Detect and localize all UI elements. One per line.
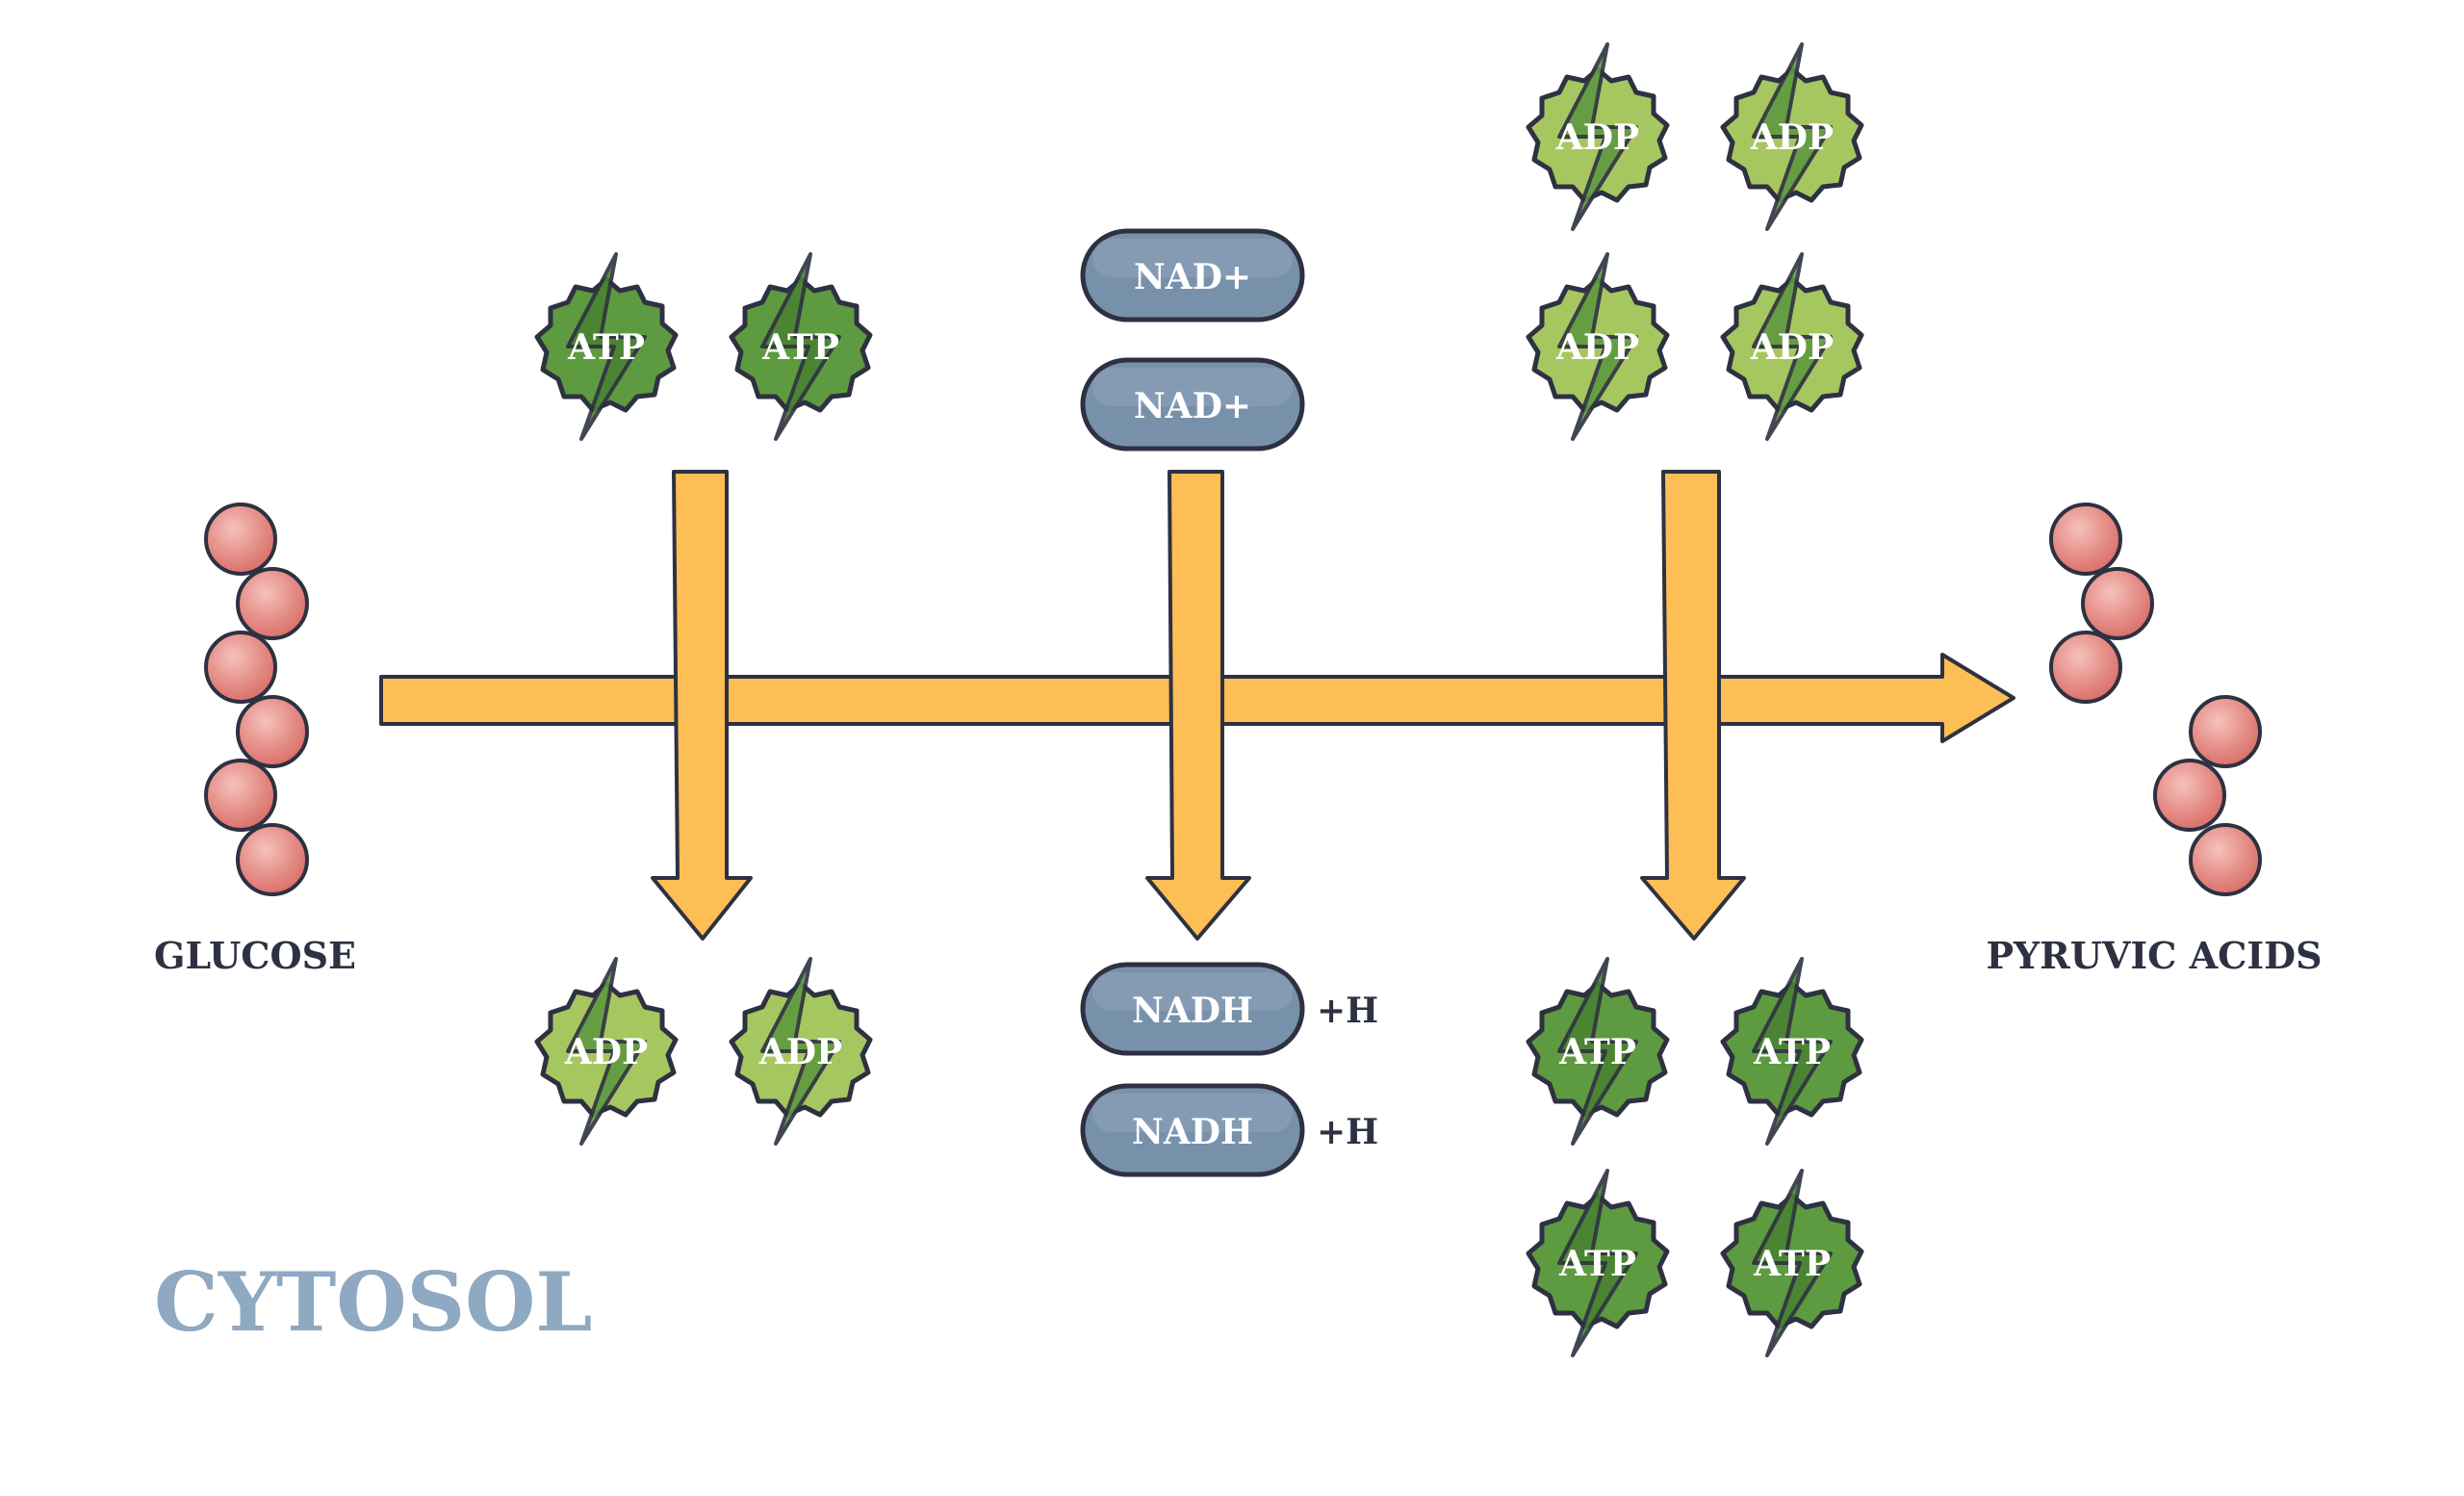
pyruvic-bead [2189, 695, 2262, 768]
stage3-atp-badge: ATP [1528, 1171, 1667, 1355]
nad-pill: NAD+ [1080, 357, 1305, 451]
badge-label: ATP [1753, 1244, 1831, 1284]
stage1-adp-badge: ADP [537, 959, 676, 1144]
badge-label: ADP [1750, 327, 1834, 368]
glucose-bead [204, 503, 277, 576]
badge-label: ADP [564, 1032, 648, 1072]
stage3-down-arrow [1640, 470, 1746, 941]
stage1-adp-badge: ADP [732, 959, 870, 1144]
glucose-bead [236, 695, 309, 768]
badge-label: ADP [1750, 117, 1834, 158]
stage3-adp-badge: ADP [1528, 44, 1667, 229]
nadh-pill: NADH [1080, 1083, 1305, 1177]
stage3-atp-badge: ATP [1723, 959, 1861, 1144]
stage1-atp-badge: ATP [732, 254, 870, 439]
nadh-label: NADH [1132, 1112, 1253, 1152]
nadh-label: NADH [1132, 991, 1253, 1031]
badge-label: ADP [758, 1032, 842, 1072]
pyruvic-bead [2081, 567, 2154, 640]
plus-h-label: +H [1317, 991, 1378, 1031]
glucose-label: GLUCOSE [154, 934, 356, 977]
nad-pill: NAD+ [1080, 228, 1305, 322]
stage3-adp-badge: ADP [1723, 44, 1861, 229]
stage3-atp-badge: ATP [1528, 959, 1667, 1144]
badge-label: ADP [1555, 327, 1639, 368]
stage3-atp-badge: ATP [1723, 1171, 1861, 1355]
pyruvic-acid-molecule-1 [2049, 503, 2154, 704]
badge-label: ADP [1555, 117, 1639, 158]
stage3-adp-badge: ADP [1528, 254, 1667, 439]
pyruvic-bead [2049, 503, 2122, 576]
glucose-bead [236, 823, 309, 896]
plus-h-label: +H [1317, 1112, 1378, 1152]
stage1-down-arrow [651, 470, 753, 941]
nad-label: NAD+ [1134, 386, 1251, 426]
glucose-bead [204, 759, 277, 832]
stage3-adp-badge: ADP [1723, 254, 1861, 439]
stage1-atp-badge: ATP [537, 254, 676, 439]
nad-label: NAD+ [1134, 257, 1251, 297]
badge-label: ATP [761, 327, 839, 368]
badge-label: ATP [1558, 1032, 1636, 1072]
pyruvic-bead [2153, 759, 2226, 832]
cytosol-label: CYTOSOL [154, 1254, 592, 1350]
stage2-down-arrow [1145, 470, 1251, 941]
glucose-bead [236, 567, 309, 640]
glucose-bead [204, 631, 277, 704]
nadh-pill: NADH [1080, 962, 1305, 1056]
pyruvic-bead [2049, 631, 2122, 704]
pyruvic-acids-label: PYRUVIC ACIDS [1986, 934, 2322, 977]
badge-label: ATP [1753, 1032, 1831, 1072]
badge-label: ATP [1558, 1244, 1636, 1284]
pyruvic-acid-molecule-2 [2153, 695, 2262, 896]
pyruvic-bead [2189, 823, 2262, 896]
badge-label: ATP [567, 327, 645, 368]
glucose-molecule [204, 503, 309, 896]
